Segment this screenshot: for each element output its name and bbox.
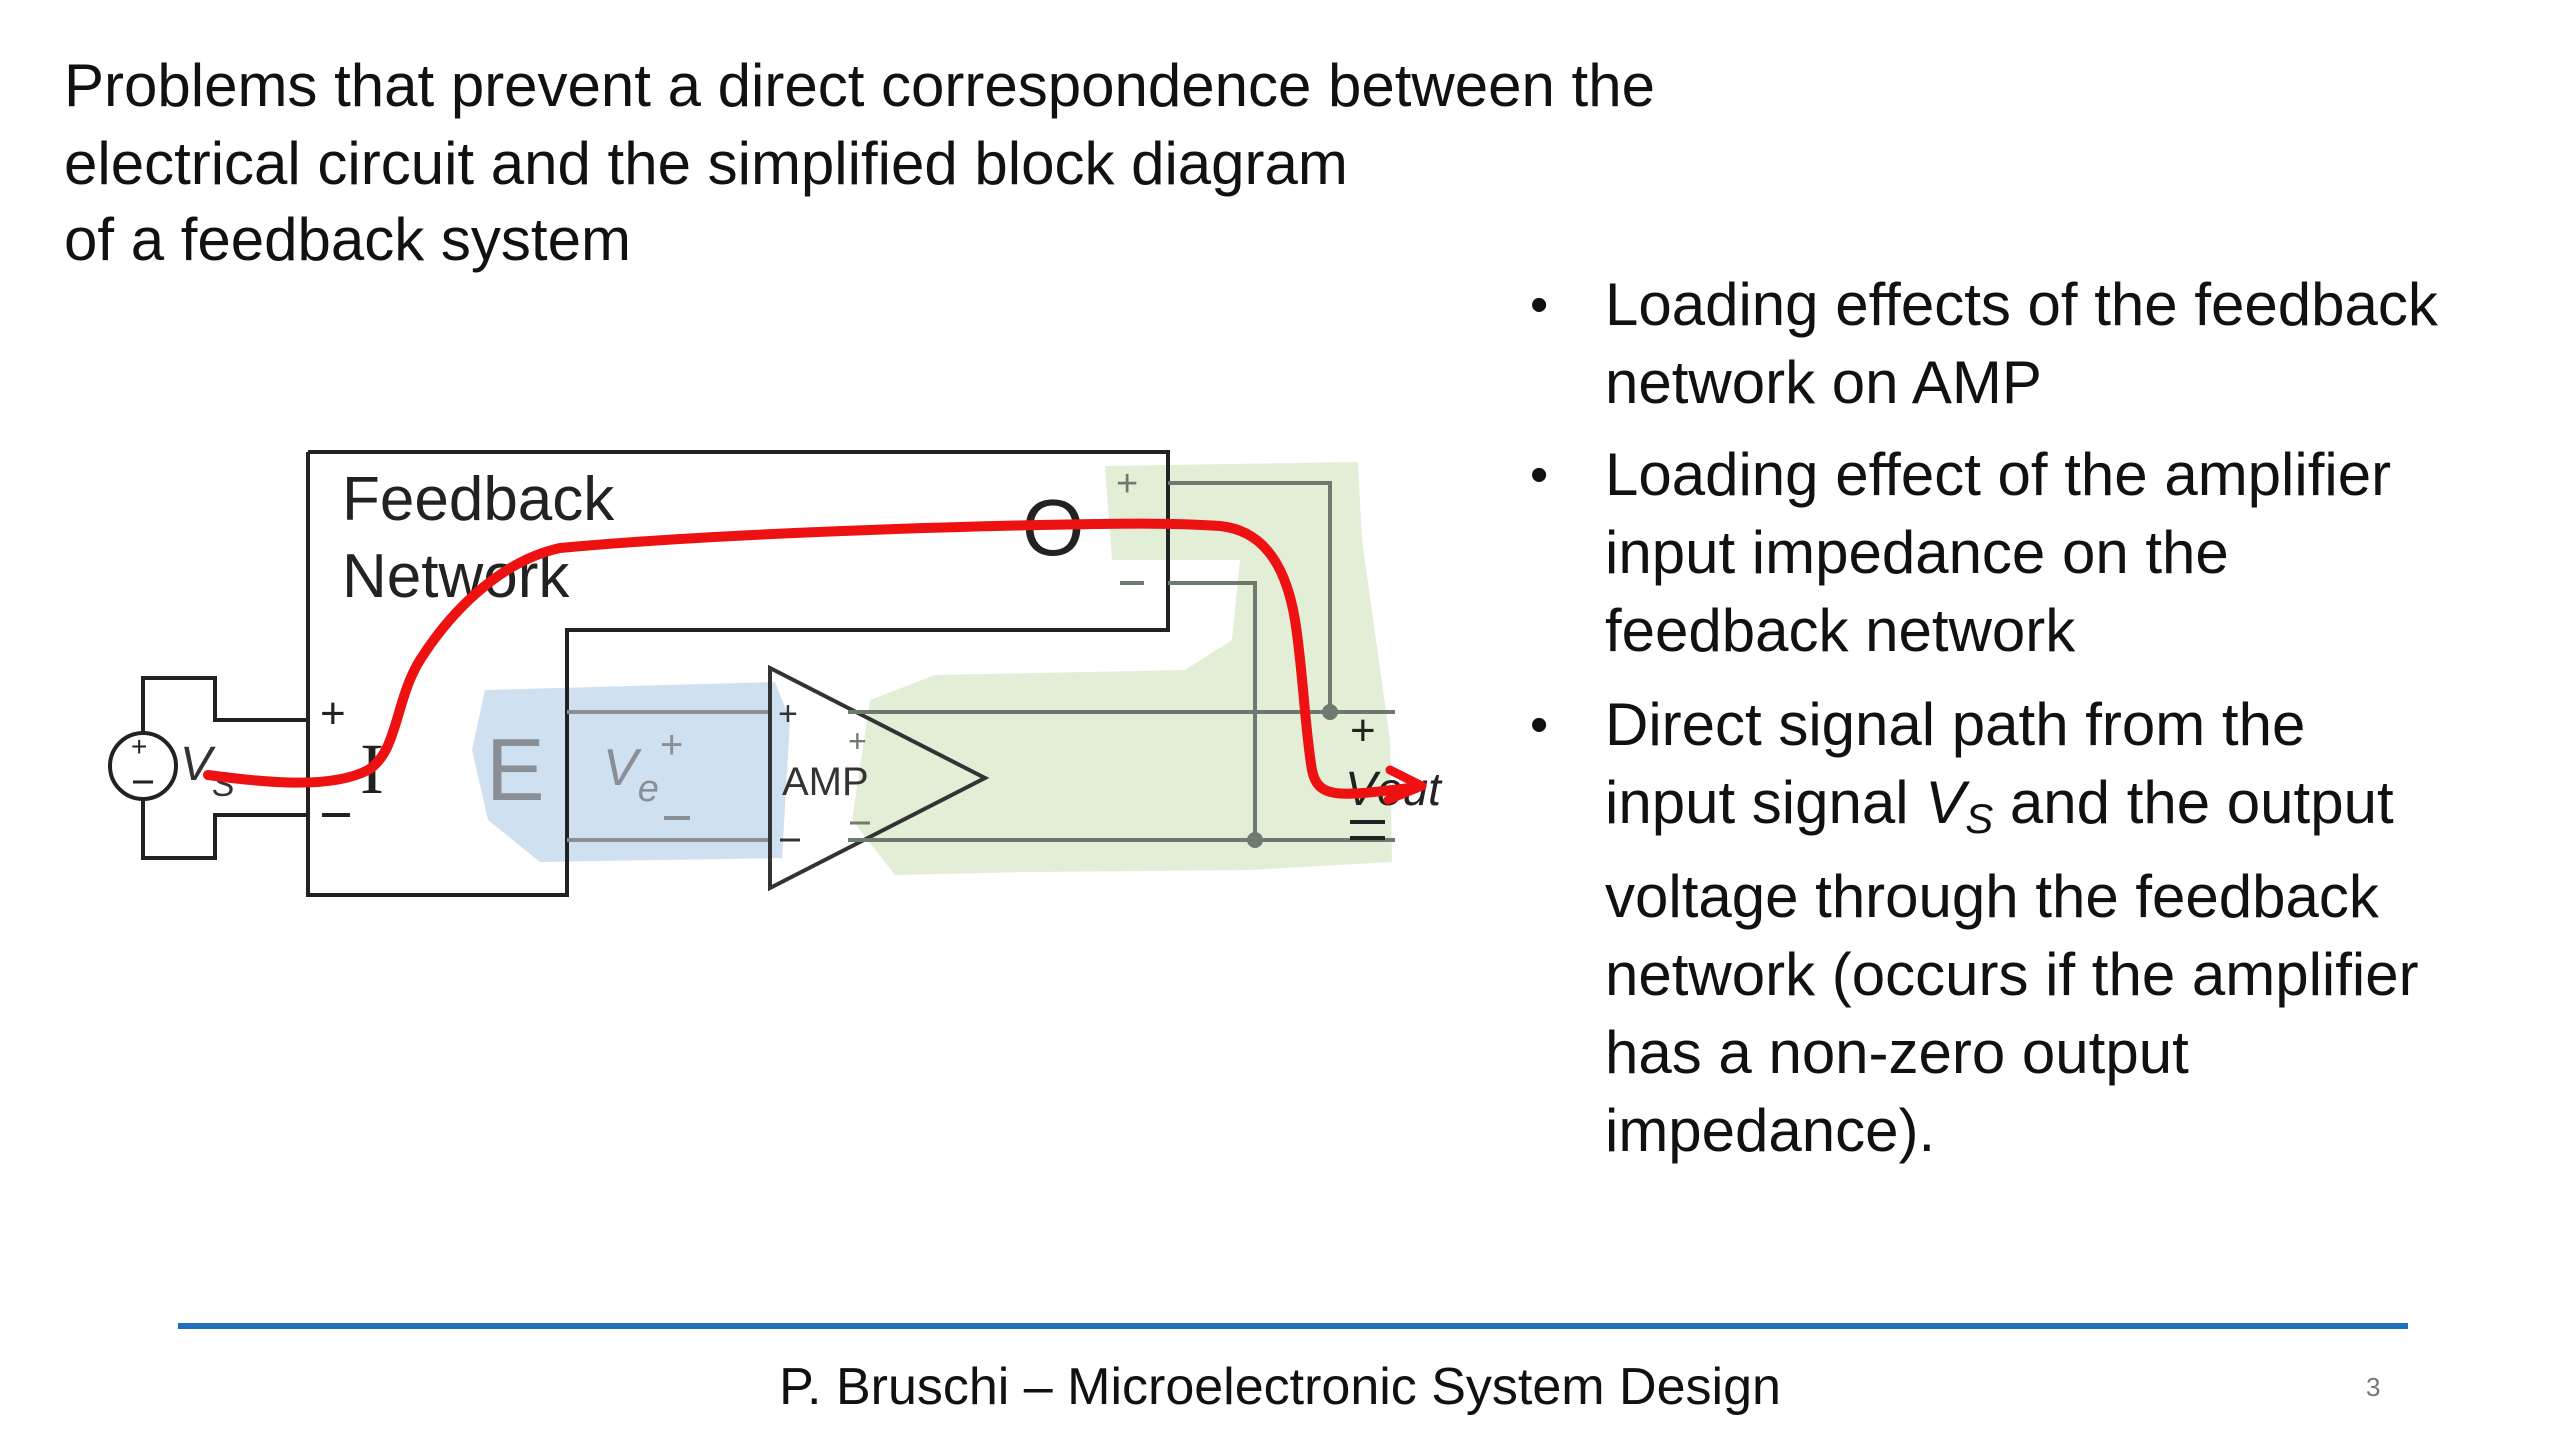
e-block-highlight: [472, 682, 790, 862]
node-bottom: [1247, 832, 1263, 848]
bullet-2-line-3: feedback network: [1605, 597, 2076, 664]
voltage-source-icon: [108, 731, 178, 801]
slide-title-line-2: electrical circuit and the simplified bl…: [64, 130, 1348, 197]
bullet-3-line-2-pre: input signal: [1605, 769, 1926, 836]
amp-in-plus: +: [778, 695, 798, 733]
bullet-3-line-2-post: and the output: [1993, 769, 2394, 836]
bullet-loading-feedback: • Loading effects of the feedback networ…: [1530, 266, 2540, 422]
vout-plus: +: [1350, 706, 1376, 755]
amp-triangle: [768, 664, 990, 892]
input-port-plus: +: [320, 689, 346, 738]
node-top: [1322, 704, 1338, 720]
feedback-sense-wire-bottom: [1168, 581, 1257, 840]
amp-out-plus: +: [848, 723, 867, 759]
output-port-plus: +: [1116, 463, 1138, 505]
vs-symbol: VS: [1925, 769, 1994, 842]
bullet-3-line-3: voltage through the feedback: [1605, 863, 2379, 930]
feedback-sense-wire-top: [1168, 481, 1332, 712]
bullet-1-line-2: network on AMP: [1605, 349, 2042, 416]
slide-title-line-1: Problems that prevent a direct correspon…: [64, 52, 1655, 119]
bullet-2-line-2: input impedance on the: [1605, 519, 2229, 586]
bullet-dot: •: [1530, 696, 1549, 754]
ve-plus: +: [660, 723, 683, 767]
feedback-network-label-1: Feedback: [342, 465, 615, 534]
bullet-2-line-1: Loading effect of the amplifier: [1605, 441, 2392, 508]
footer-divider: [178, 1323, 2408, 1329]
source-plus: +: [131, 731, 147, 762]
slide-title-line-3: of a feedback system: [64, 206, 631, 273]
e-block-label: E: [486, 720, 545, 819]
ve-label: Ve: [603, 739, 659, 810]
bullet-3-line-1: Direct signal path from the: [1605, 691, 2306, 758]
page-number: 3: [2366, 1372, 2381, 1402]
bullet-3-line-2: input signal VS and the output: [1530, 764, 2540, 858]
bullet-direct-signal-path: • Direct signal path from the input sign…: [1530, 686, 2540, 1170]
amp-label: AMP: [782, 760, 869, 804]
footer-author-course: P. Bruschi – Microelectronic System Desi…: [779, 1358, 1781, 1416]
bullet-1-line-1: Loading effects of the feedback: [1605, 271, 2438, 338]
direct-signal-arrowhead: [1383, 765, 1427, 805]
bullet-3-line-4: network (occurs if the amplifier: [1605, 941, 2419, 1008]
footer-text: P. Bruschi – Microelectronic System Desi…: [0, 1355, 2560, 1419]
direct-signal-path: [203, 518, 1415, 799]
bullet-loading-amplifier: • Loading effect of the amplifier input …: [1530, 436, 2540, 670]
bullet-3-line-5: has a non-zero output: [1605, 1019, 2189, 1086]
bullet-dot: •: [1530, 446, 1549, 504]
feedback-network-block: [306, 450, 1170, 897]
bullet-3-line-6: impedance).: [1605, 1097, 1936, 1164]
bullet-dot: •: [1530, 276, 1549, 334]
